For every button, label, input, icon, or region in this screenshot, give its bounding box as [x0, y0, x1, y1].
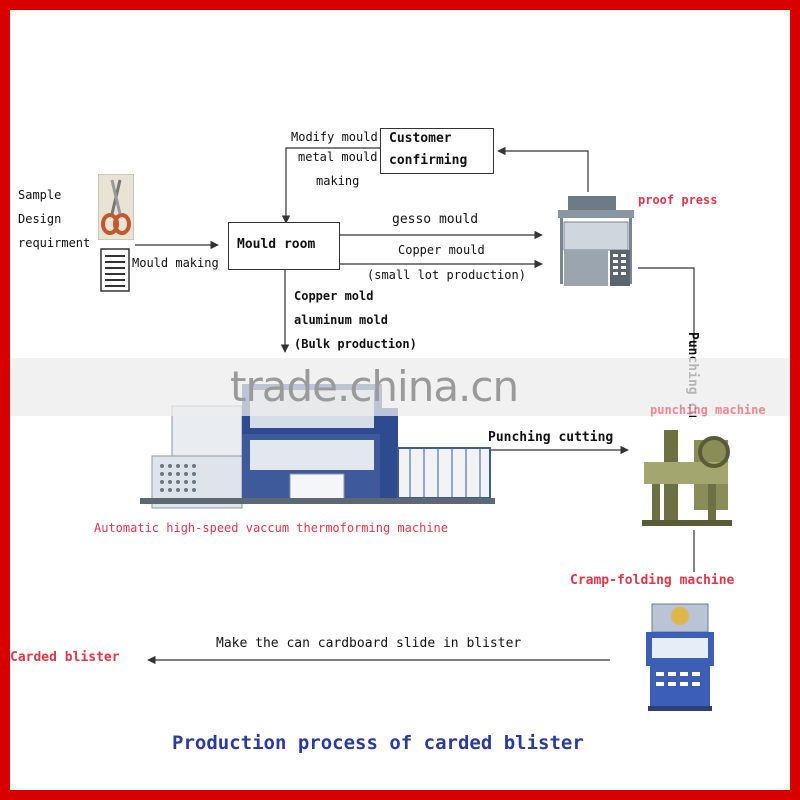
modify-mould-label: Modify mould [291, 130, 378, 144]
copper-mould-label: Copper mould [398, 243, 485, 257]
proof-press-label: proof press [638, 193, 718, 207]
watermark-text: trade.china.cn [230, 362, 519, 411]
line-proof-to-punching [638, 267, 695, 350]
watermark-band [10, 358, 790, 416]
mould-room-box: Mould room [228, 222, 340, 270]
gesso-mould-label: gesso mould [392, 212, 479, 227]
customer-confirming-box: Customer confirming [380, 128, 494, 174]
confirming-label: confirming [389, 153, 468, 168]
bulk-production-label: (Bulk production) [294, 337, 417, 351]
mould-room-label: Mould room [237, 237, 316, 252]
making-label: making [316, 174, 360, 188]
input-design: Design [18, 212, 62, 226]
cramp-folding-label: Cramp-folding machine [570, 573, 735, 588]
arrow-proof-to-customer [497, 146, 589, 192]
metal-mould-label: metal mould [298, 150, 378, 164]
punching-machine-label: punching machine [650, 403, 766, 417]
aluminum-mold-label: aluminum mold [294, 313, 388, 327]
input-requirement: requirment [18, 236, 91, 250]
copper-mold-label: Copper mold [294, 289, 374, 303]
slide-cardboard-label: Make the can cardboard slide in blister [216, 636, 522, 651]
input-sample: Sample [18, 188, 62, 202]
punching-cutting-label: Punching cutting [488, 430, 614, 445]
scissors-sample-image [98, 174, 134, 240]
thermoforming-label: Automatic high-speed vaccum thermoformin… [94, 521, 449, 535]
cramp-folding-machine-image [646, 603, 714, 711]
proof-press-machine-image [558, 196, 634, 286]
page-title: Production process of carded blister [172, 732, 584, 754]
mould-making-label: Mould making [132, 256, 219, 270]
diagram-canvas: Sample Design requirment Mould making Mo… [10, 10, 790, 790]
carded-blister-label: Carded blister [10, 650, 120, 665]
arrow-customer-to-mould-room [281, 147, 380, 224]
punching-machine-image [642, 430, 732, 526]
customer-label: Customer [389, 131, 452, 146]
small-lot-label: (small lot production) [367, 268, 526, 282]
design-document-icon [100, 248, 130, 292]
connector-lines [135, 146, 695, 665]
